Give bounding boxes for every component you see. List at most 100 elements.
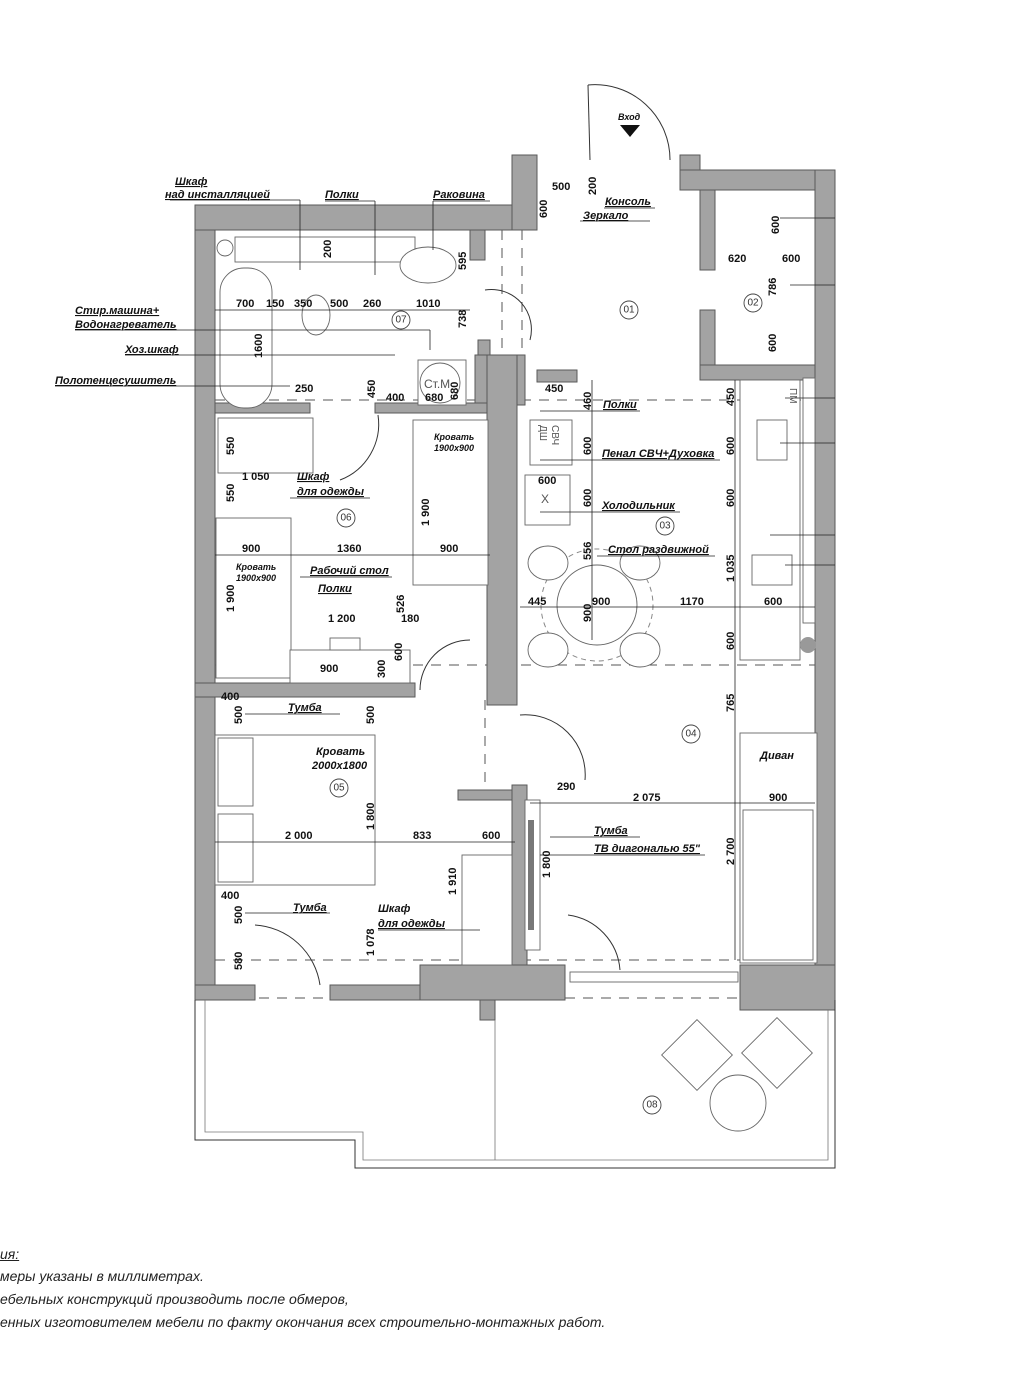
callout: Зеркало (583, 210, 629, 222)
callout: 1900х900 (236, 573, 276, 583)
dishwasher-mark: ДШ (537, 425, 548, 441)
dimension-label: 550 (225, 484, 237, 502)
dimension-label: 500 (365, 706, 377, 724)
dimension-label: 290 (557, 781, 575, 793)
leader-lines (55, 199, 835, 960)
callout-labels: Шкаф над инсталляцией Полки Раковина Сти… (55, 112, 794, 930)
balcony (194, 1000, 836, 1169)
dimension-label: 600 (770, 216, 782, 234)
dimension-label: 600 (393, 643, 405, 661)
dimension-label: 2 700 (725, 837, 737, 865)
dimension-label: 900 (242, 543, 260, 555)
callout: Полки (318, 583, 352, 595)
dimension-label: 180 (401, 613, 419, 625)
svg-text:05: 05 (333, 783, 345, 794)
callout: для одежды (297, 486, 365, 498)
svg-text:08: 08 (646, 1100, 658, 1111)
dimension-label: 600 (782, 253, 800, 265)
dimension-label: 620 (728, 253, 746, 265)
dimension-label: 400 (221, 890, 239, 902)
callout: Полки (603, 399, 637, 411)
callout: Кровать (434, 432, 474, 442)
callout: Тумба (293, 902, 327, 914)
dimension-label: 600 (725, 632, 737, 650)
dimension-label: 445 (528, 596, 546, 608)
dimension-label: 500 (552, 181, 570, 193)
microwave-mark: СВЧ (549, 425, 560, 445)
dimension-label: 200 (587, 177, 599, 195)
callout: Шкаф (378, 903, 411, 915)
room-03: 03 (655, 516, 675, 536)
callout: Тумба (288, 702, 322, 714)
dimension-label: 1360 (337, 543, 361, 555)
callout: Раковина (433, 189, 485, 201)
svg-text:03: 03 (659, 521, 671, 532)
dimension-label: 350 (294, 298, 312, 310)
dimension-label: 400 (221, 691, 239, 703)
entrance-arrow-icon (620, 125, 640, 137)
room-04: 04 (681, 724, 701, 744)
dimension-label: 580 (233, 952, 245, 970)
walls (194, 154, 836, 1021)
dimension-label: 1600 (253, 334, 265, 358)
dimension-label: 1 800 (541, 850, 553, 878)
callout: 2000х1800 (311, 760, 368, 772)
dimension-label: 500 (233, 906, 245, 924)
callout: Стол раздвижной (608, 544, 709, 556)
dimension-label: 500 (330, 298, 348, 310)
dimension-label: 550 (225, 437, 237, 455)
callout: Холодильник (601, 500, 676, 512)
dimension-label: 500 (233, 706, 245, 724)
svg-text:02: 02 (747, 298, 759, 309)
callout: Кровать (316, 746, 365, 758)
dimension-label: 450 (366, 380, 378, 398)
note-line: ебельных конструкций производить после о… (0, 1291, 349, 1307)
dimension-label: 700 (236, 298, 254, 310)
dimension-label: 600 (582, 437, 594, 455)
dimension-label: 1 900 (420, 498, 432, 526)
room-02: 02 (743, 293, 763, 313)
dimension-label: 680 (449, 382, 461, 400)
doors (254, 84, 671, 986)
callout: Шкаф (175, 176, 208, 188)
dimension-label: 400 (386, 392, 404, 404)
callout: Пенал СВЧ+Духовка (602, 448, 714, 460)
dimension-label: 556 (582, 542, 594, 560)
callout: ТВ диагональю 55" (594, 843, 701, 855)
dimension-label: 250 (295, 383, 313, 395)
notes-heading: ия: (0, 1246, 20, 1262)
callout: Тумба (594, 825, 628, 837)
callout: Шкаф (297, 471, 330, 483)
dimension-label: 526 (395, 595, 407, 613)
dimension-label: 1 200 (328, 613, 356, 625)
dimension-label: 900 (440, 543, 458, 555)
dimension-label: 833 (413, 830, 431, 842)
dimension-label: 2 075 (633, 792, 661, 804)
dimension-label: 2 000 (285, 830, 313, 842)
dimension-label: 600 (764, 596, 782, 608)
dimension-label: 1010 (416, 298, 440, 310)
callout: Рабочий стол (310, 565, 389, 577)
dimension-label: 460 (582, 392, 594, 410)
washer-mark: Ст.М (424, 377, 450, 391)
dimension-label: 600 (725, 437, 737, 455)
dimension-label: 1 035 (725, 554, 737, 582)
dimension-label: 680 (425, 392, 443, 404)
dimension-label: 1 900 (225, 584, 237, 612)
dimension-label: 600 (767, 334, 779, 352)
dimension-label: 200 (322, 240, 334, 258)
dimension-label: 600 (725, 489, 737, 507)
svg-text:07: 07 (395, 315, 407, 326)
dimension-label: 600 (482, 830, 500, 842)
dimension-label: 595 (457, 252, 469, 270)
callout: над инсталляцией (165, 189, 270, 201)
dimension-label: 600 (538, 200, 550, 218)
dimension-label: 1 050 (242, 471, 270, 483)
callout: Водонагреватель (75, 319, 177, 331)
callout: Хоз.шкаф (124, 344, 179, 356)
room-01: 01 (619, 300, 639, 320)
note-line: меры указаны в миллиметрах. (0, 1268, 204, 1284)
dimension-label: 600 (582, 489, 594, 507)
dimension-label: 900 (320, 663, 338, 675)
